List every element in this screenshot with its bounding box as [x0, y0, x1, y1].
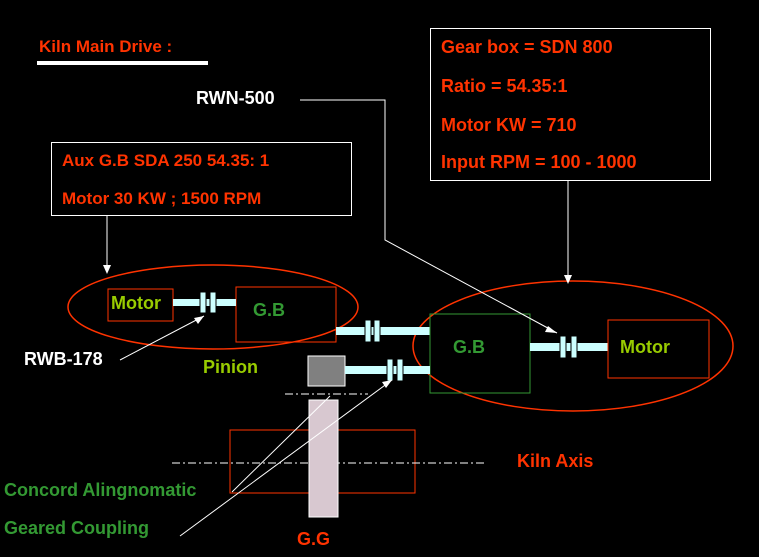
pinion-block [307, 355, 346, 387]
upper-shaft [336, 327, 430, 335]
geared-coupling-leader-line [179, 379, 393, 537]
main-motor-label: Motor [620, 337, 670, 357]
aux-gearbox-model-text: Aux G.B SDA 250 54.35: 1 [62, 151, 270, 170]
geared-coupling-label: Geared Coupling [4, 518, 150, 538]
rwn-500-label: RWN-500 [196, 88, 275, 108]
concord-leader-line [231, 395, 331, 493]
aux-motor-spec-text: Motor 30 KW ; 1500 RPM [62, 189, 262, 208]
aux-gb-label: G.B [253, 300, 286, 320]
lower-coupling-right [396, 358, 404, 382]
rwb-arrow-head [194, 316, 204, 324]
geared-coupling-arrow-head [382, 380, 392, 388]
pinion-label: Pinion [203, 357, 258, 377]
aux-info-arrow [103, 265, 111, 274]
aux-drive-ellipse [67, 264, 359, 350]
aux-gearbox-box [235, 286, 337, 343]
aux-gearbox-info-box: Aux G.B SDA 250 54.35: 1 Motor 30 KW ; 1… [51, 142, 352, 216]
rwb-178-label: RWB-178 [24, 349, 103, 369]
aux-coupling-left [199, 291, 207, 314]
page-title: Kiln Main Drive : [39, 37, 173, 56]
rwb-leader-line [119, 315, 205, 361]
rwn-leader-line [300, 99, 558, 334]
upper-coupling-left [364, 319, 372, 343]
kiln-axis-label: Kiln Axis [517, 451, 594, 471]
girth-gear-label: G.G [297, 529, 331, 549]
motor-kw-text: Motor KW = 710 [441, 115, 577, 135]
concord-alingnomatic-label: Concord Alingnomatic [4, 480, 197, 500]
main-info-arrow [564, 275, 572, 284]
rwn-arrow-head [545, 326, 557, 333]
gearbox-model-text: Gear box = SDN 800 [441, 37, 613, 57]
main-gearbox-info-box: Gear box = SDN 800 Ratio = 54.35:1 Motor… [430, 28, 711, 181]
main-gearbox-box [429, 313, 531, 394]
aux-motor-label: Motor [111, 293, 161, 313]
aux-coupling-right [209, 291, 217, 314]
input-rpm-text: Input RPM = 100 - 1000 [441, 152, 637, 172]
main-coupling-right [570, 335, 578, 359]
main-coupling-left [559, 335, 567, 359]
gearbox-ratio-text: Ratio = 54.35:1 [441, 76, 568, 96]
main-motor-shaft [530, 343, 608, 351]
main-drive-ellipse [412, 280, 734, 412]
lower-coupling-left [386, 358, 394, 382]
main-motor-box [607, 319, 710, 379]
main-gb-label: G.B [453, 337, 486, 357]
girth-gear [308, 399, 339, 518]
upper-coupling-right [373, 319, 381, 343]
